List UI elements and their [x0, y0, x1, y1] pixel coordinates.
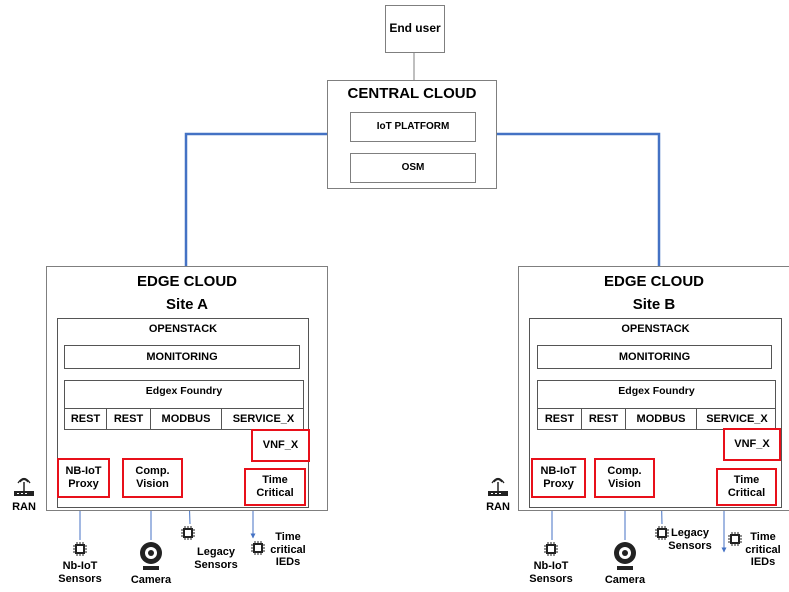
rest-cell-b1: REST: [538, 409, 582, 429]
nbiot-proxy-label-a: NB-IoT Proxy: [65, 465, 102, 490]
comp-vision-label-a: Comp. Vision: [135, 465, 170, 490]
time-critical-label-b: Time Critical: [727, 474, 766, 499]
site-a-title: EDGE CLOUD: [136, 273, 237, 290]
openstack-label-a: OPENSTACK: [148, 323, 218, 335]
site-b-subtitle: Site B: [632, 296, 676, 313]
ran-label-a: RAN: [12, 501, 36, 513]
chip-icon: [728, 532, 742, 546]
rest-cell-a1: REST: [65, 409, 107, 429]
comp-vision-box-b: Comp. Vision: [594, 458, 655, 498]
rest-cell-b2: REST: [582, 409, 626, 429]
nbiot-sensors-label-a: Nb-IoT Sensors: [58, 560, 102, 585]
link-central-to-site-a: [184, 132, 327, 266]
time-critical-box-a: Time Critical: [244, 468, 306, 506]
monitoring-box-a: MONITORING: [64, 345, 300, 369]
chip-icon: [544, 542, 558, 556]
camera-label-b: Camera: [604, 574, 646, 586]
monitoring-label-a: MONITORING: [146, 350, 218, 363]
nbiot-sensors-label-b: Nb-IoT Sensors: [529, 560, 573, 585]
comp-vision-label-b: Comp. Vision: [607, 465, 642, 490]
openstack-label-b: OPENSTACK: [621, 323, 690, 335]
chip-icon: [655, 526, 669, 540]
osm-box: OSM: [350, 153, 476, 183]
camera-label-a: Camera: [130, 574, 172, 586]
service-x-cell-a: SERVICE_X: [232, 412, 295, 425]
edgex-services-row-a: REST REST MODBUS SERVICE_X: [64, 408, 304, 430]
comp-vision-box-a: Comp. Vision: [122, 458, 183, 498]
time-critical-label-a: Time Critical: [256, 474, 294, 499]
vnf-x-label-a: VNF_X: [262, 439, 299, 452]
edgex-label-a: Edgex Foundry: [145, 385, 223, 397]
monitoring-box-b: MONITORING: [537, 345, 772, 369]
camera-icon: [140, 542, 162, 570]
end-user-box: End user: [385, 5, 445, 53]
router-icon: [488, 477, 508, 496]
ran-label-b: RAN: [486, 501, 510, 513]
ieds-label-b: Time critical IEDs: [745, 531, 781, 569]
modbus-cell-a: MODBUS: [151, 409, 222, 429]
legacy-sensors-label-b: Legacy Sensors: [668, 527, 712, 552]
nbiot-proxy-box-b: NB-IoT Proxy: [531, 458, 586, 498]
chip-icon: [181, 526, 195, 540]
chip-icon: [251, 541, 265, 555]
monitoring-label-b: MONITORING: [618, 350, 691, 363]
link-central-to-site-b: [497, 132, 661, 266]
osm-label: OSM: [401, 162, 425, 174]
site-a-subtitle: Site A: [166, 296, 208, 313]
edgex-label-b: Edgex Foundry: [618, 385, 695, 397]
legacy-sensors-label-a: Legacy Sensors: [194, 546, 238, 571]
vnf-x-label-b: VNF_X: [734, 438, 770, 451]
ieds-label-a: Time critical IEDs: [270, 531, 306, 569]
nbiot-proxy-label-b: NB-IoT Proxy: [540, 465, 577, 490]
central-cloud-title: CENTRAL CLOUD: [347, 85, 477, 102]
nbiot-proxy-box-a: NB-IoT Proxy: [57, 458, 110, 498]
modbus-cell-b: MODBUS: [626, 409, 697, 429]
end-user-label: End user: [389, 21, 441, 36]
camera-icon: [614, 542, 636, 570]
vnf-x-box-b: VNF_X: [723, 428, 781, 461]
vnf-x-box-a: VNF_X: [251, 429, 310, 462]
router-icon: [14, 477, 34, 496]
iot-platform-label: IoT PLATFORM: [376, 121, 450, 133]
rest-cell-a2: REST: [107, 409, 151, 429]
time-critical-box-b: Time Critical: [716, 468, 777, 506]
iot-platform-box: IoT PLATFORM: [350, 112, 476, 142]
chip-icon: [73, 542, 87, 556]
site-b-title: EDGE CLOUD: [603, 273, 704, 290]
edgex-services-row-b: REST REST MODBUS SERVICE_X: [537, 408, 776, 430]
service-x-cell-b: SERVICE_X: [706, 412, 768, 425]
